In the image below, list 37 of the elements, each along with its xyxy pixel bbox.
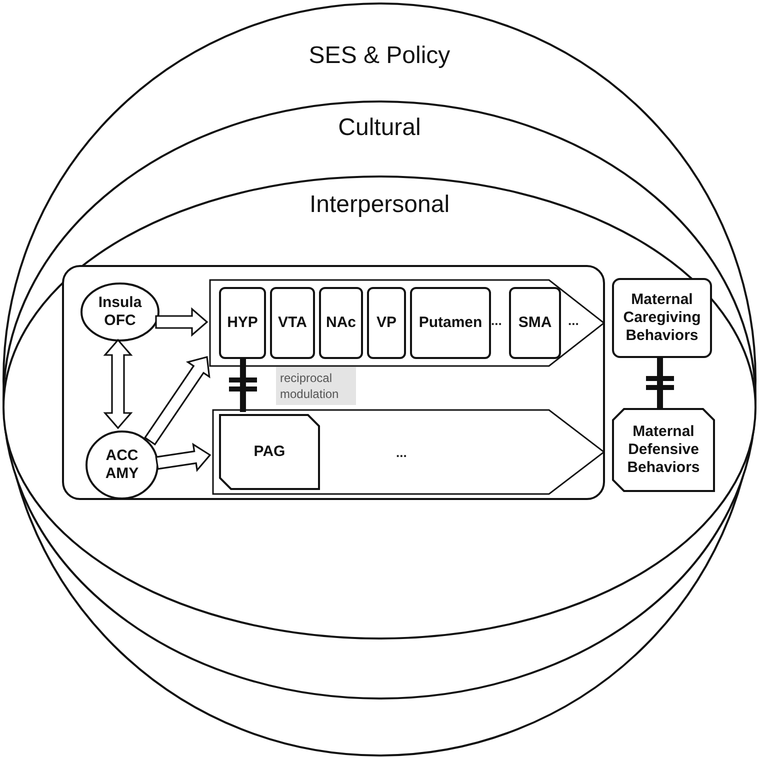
rounded-box	[62, 265, 605, 500]
brain-region-box	[319, 287, 363, 359]
annotation-label: reciprocal modulation	[276, 367, 356, 405]
block-arrow	[155, 442, 212, 472]
block-arrow	[144, 356, 210, 446]
region-label: NAc	[326, 314, 356, 332]
region-title: Cultural	[338, 114, 421, 142]
region-label: VP	[376, 314, 396, 332]
brain-region-box	[270, 287, 315, 359]
chevron-band	[209, 279, 605, 367]
region-label: ACC AMY	[104, 447, 140, 483]
brain-region-box	[219, 414, 320, 490]
region-label: Putamen	[418, 314, 482, 332]
bar-connector	[657, 358, 663, 408]
region-label: SMA	[518, 314, 552, 332]
brain-region-box	[410, 287, 491, 359]
brain-region-box	[367, 287, 406, 359]
bar-connector	[240, 357, 246, 412]
behavior-box	[612, 278, 712, 358]
region-title: Interpersonal	[309, 191, 450, 219]
circle-node	[85, 430, 159, 500]
behavior-label: Maternal Defensive Behaviors	[626, 423, 701, 477]
behavior-label: Maternal Caregiving Behaviors	[622, 291, 702, 345]
chevron-band	[212, 409, 605, 495]
region-label: VTA	[278, 314, 307, 332]
region-title: SES & Policy	[308, 42, 450, 70]
region-label: HYP	[227, 314, 258, 332]
region-label: Insula OFC	[97, 294, 143, 330]
brain-region-box	[219, 287, 266, 359]
behavior-box	[612, 408, 715, 492]
block-arrow	[155, 307, 208, 337]
brain-region-box	[509, 287, 561, 359]
ellipse-region	[2, 100, 757, 700]
circle-node	[80, 282, 160, 342]
region-label: PAG	[254, 443, 286, 461]
ellipse-region	[2, 175, 757, 640]
double-block-arrow	[103, 338, 133, 430]
